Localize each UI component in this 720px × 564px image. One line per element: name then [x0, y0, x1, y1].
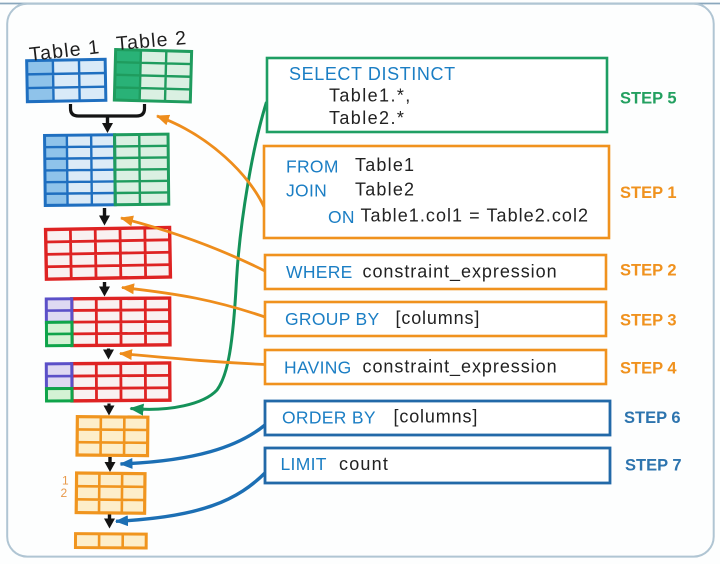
svg-text:STEP 1: STEP 1	[620, 184, 677, 202]
svg-text:FROM: FROM	[286, 157, 339, 177]
svg-text:constraint_expression: constraint_expression	[363, 357, 558, 378]
svg-text:[columns]: [columns]	[394, 407, 479, 427]
svg-text:Table1: Table1	[355, 155, 415, 175]
svg-text:LIMIT: LIMIT	[281, 454, 327, 474]
svg-text:Table1.col1 = Table2.col2: Table1.col1 = Table2.col2	[361, 206, 590, 226]
svg-text:Table1.*,: Table1.*,	[329, 86, 412, 106]
svg-text:[columns]: [columns]	[396, 308, 481, 328]
svg-text:STEP 2: STEP 2	[620, 262, 677, 280]
svg-text:STEP 5: STEP 5	[620, 90, 677, 108]
svg-text:constraint_expression: constraint_expression	[363, 262, 558, 283]
svg-text:GROUP BY: GROUP BY	[285, 309, 379, 329]
svg-text:STEP 6: STEP 6	[624, 409, 681, 427]
svg-text:Table2.*: Table2.*	[329, 108, 405, 128]
svg-text:ON: ON	[328, 207, 355, 227]
svg-text:1: 1	[62, 474, 69, 488]
svg-text:ORDER BY: ORDER BY	[282, 408, 376, 428]
svg-text:count: count	[339, 454, 389, 474]
svg-text:WHERE: WHERE	[286, 262, 353, 282]
svg-text:STEP 7: STEP 7	[625, 457, 682, 475]
svg-text:HAVING: HAVING	[284, 358, 352, 378]
svg-text:JOIN: JOIN	[286, 181, 327, 201]
svg-text:Table2: Table2	[355, 180, 415, 200]
svg-text:STEP 3: STEP 3	[620, 312, 677, 330]
svg-text:STEP 4: STEP 4	[620, 360, 677, 378]
svg-text:SELECT DISTINCT: SELECT DISTINCT	[289, 64, 456, 84]
svg-text:2: 2	[61, 486, 68, 500]
